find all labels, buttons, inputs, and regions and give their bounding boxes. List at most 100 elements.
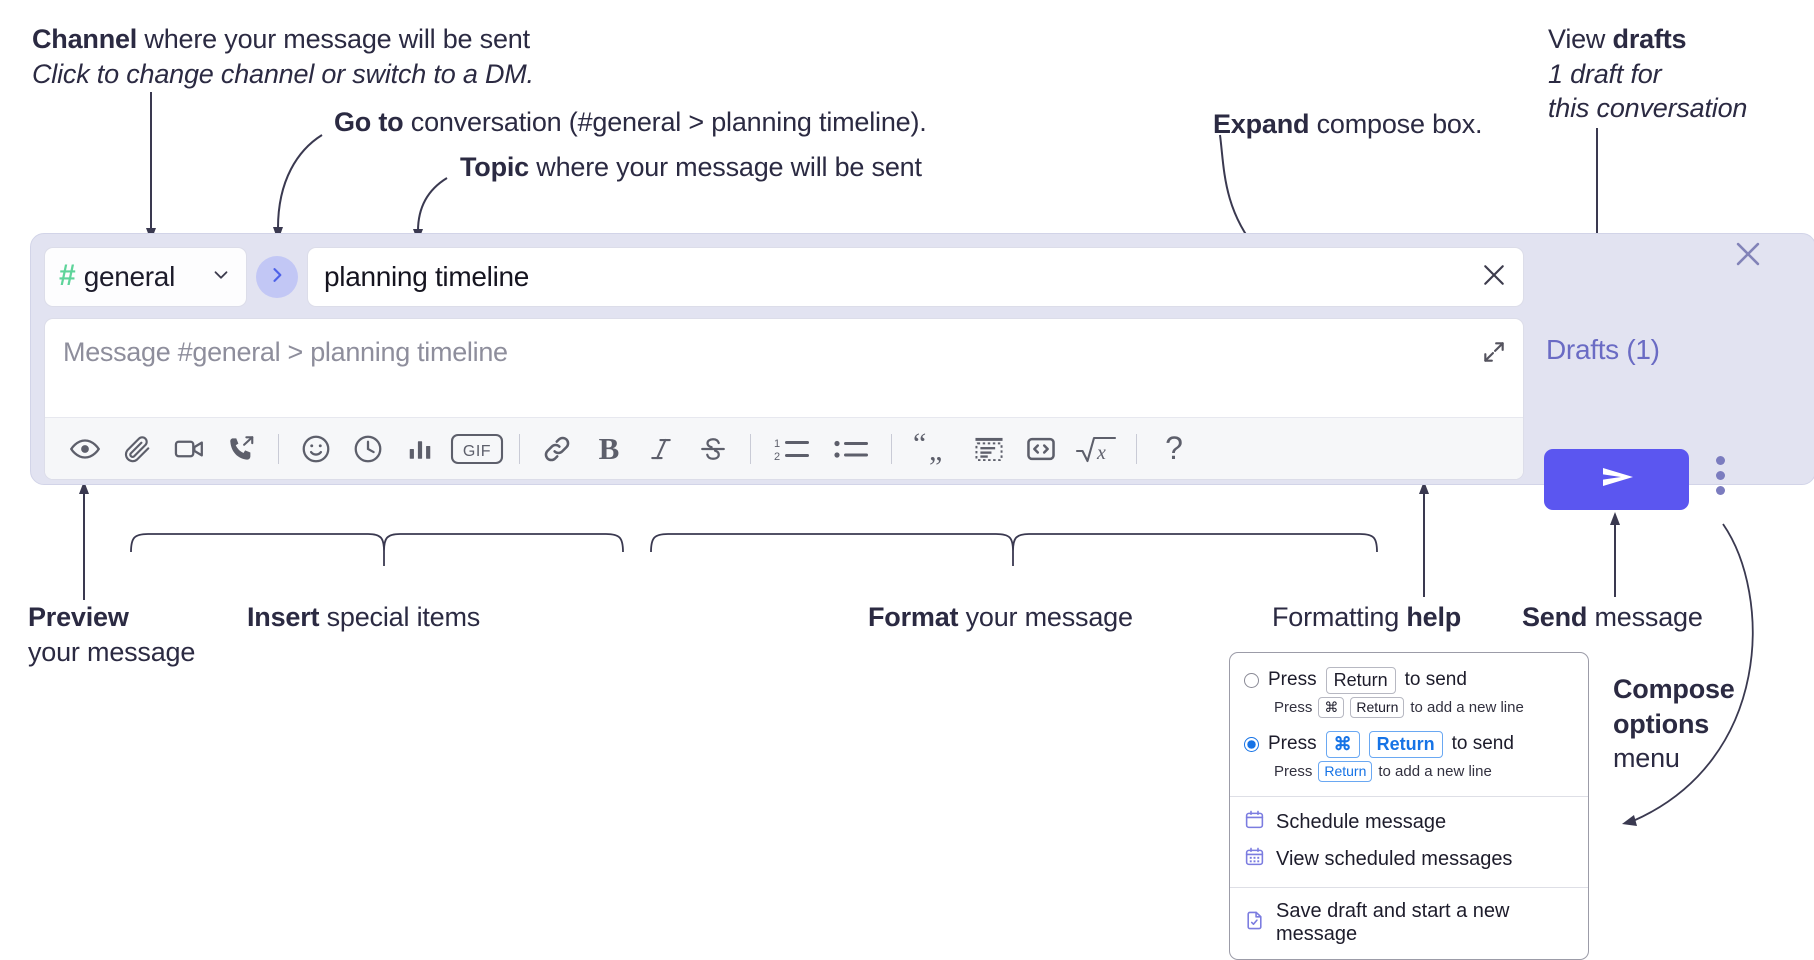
bold-button[interactable]: B (598, 430, 620, 466)
blockquote-button[interactable]: “ „ (903, 426, 963, 472)
radio-unselected-icon (1244, 672, 1259, 688)
link-button[interactable] (531, 426, 583, 472)
goto-conversation-button[interactable] (256, 256, 298, 298)
send-button[interactable] (1544, 449, 1689, 510)
send-option-cmd-return[interactable]: Press ⌘ Return to send (1230, 723, 1588, 758)
annotation-help: Formatting help (1272, 600, 1532, 635)
italic-button[interactable] (635, 426, 687, 472)
compose-widget: # general planning timeline (30, 233, 1814, 510)
annotation-drafts-bold: drafts (1612, 24, 1687, 54)
annotation-goto: Go to conversation (#general > planning … (334, 105, 1034, 140)
annotation-topic-bold: Topic (460, 152, 529, 182)
menu-item-save-draft[interactable]: Save draft and start a new message (1230, 895, 1588, 951)
calendar-icon (1244, 809, 1265, 836)
svg-text:GIF: GIF (463, 443, 491, 460)
channel-name: general (83, 261, 176, 292)
option1-pre: Press (1268, 669, 1317, 691)
annotation-help-bold: help (1406, 602, 1462, 632)
annotation-help-plain: Formatting (1272, 602, 1407, 632)
code-brackets-button[interactable] (1015, 426, 1067, 472)
menu-item-view-scheduled-messages[interactable]: View scheduled messages (1230, 841, 1588, 878)
annotation-preview: Preview your message (28, 600, 248, 669)
annotation-drafts-italic2: this conversation (1548, 93, 1748, 124)
topic-value: planning timeline (324, 261, 530, 292)
close-compose-button[interactable] (1731, 237, 1765, 276)
message-input[interactable]: Message #general > planning timeline (45, 319, 1523, 417)
annotation-insert-rest: special items (319, 602, 481, 632)
emoji-button[interactable] (290, 426, 342, 472)
menu-item-label: Save draft and start a new message (1276, 900, 1510, 945)
compose-options-button[interactable] (1716, 456, 1725, 495)
ordered-list-button[interactable]: 1 2 (762, 426, 822, 472)
preview-button[interactable] (59, 426, 111, 472)
compose-main-column: # general planning timeline (44, 247, 1524, 480)
message-placeholder: Message #general > planning timeline (63, 337, 508, 367)
kebab-menu-icon (1716, 486, 1725, 495)
annotation-channel-rest: where your message will be sent (137, 24, 530, 54)
message-box: Message #general > planning timeline (44, 318, 1524, 480)
annotation-send: Send message (1522, 600, 1812, 635)
brace-insert (130, 533, 624, 553)
kebab-menu-icon (1716, 456, 1725, 465)
expand-icon[interactable] (1481, 339, 1507, 370)
option2-sub-post: to add a new line (1378, 762, 1492, 780)
gif-button[interactable]: GIF (446, 426, 508, 472)
key-command: ⌘ (1325, 731, 1360, 758)
annotation-insert: Insert special items (247, 600, 577, 635)
annotation-goto-rest: conversation (#general > planning timeli… (403, 107, 927, 137)
bulleted-list-button[interactable] (822, 426, 880, 472)
radio-selected-icon (1244, 736, 1259, 752)
file-check-icon (1244, 910, 1265, 937)
formatting-help-button[interactable]: ? (1165, 430, 1183, 466)
toolbar-divider (519, 433, 520, 464)
strikethrough-button[interactable] (687, 426, 739, 472)
annotation-channel-bold: Channel (32, 24, 138, 54)
channel-selector[interactable]: # general (44, 247, 247, 307)
audio-clip-button[interactable] (215, 426, 267, 472)
leader-topic (417, 177, 448, 232)
kebab-menu-icon (1716, 471, 1725, 480)
option2-sub-pre: Press (1274, 762, 1313, 780)
toolbar-divider (1136, 433, 1137, 464)
hash-icon: # (59, 258, 76, 292)
send-option-return-hint: Press ⌘ Return to add a new line (1230, 694, 1588, 724)
option2-pre: Press (1268, 733, 1317, 755)
bar-chart-button[interactable] (394, 426, 446, 472)
formatting-toolbar: GIF B (45, 417, 1523, 479)
annotation-format-bold: Format (868, 602, 959, 632)
annotation-insert-bold: Insert (247, 602, 320, 632)
attach-button[interactable] (111, 426, 163, 472)
code-block-button[interactable] (963, 426, 1015, 472)
option2-post: to send (1451, 733, 1514, 755)
close-icon (1731, 242, 1765, 275)
menu-item-schedule-message[interactable]: Schedule message (1230, 804, 1588, 841)
annotation-format-rest: your message (958, 602, 1133, 632)
toolbar-divider (750, 433, 751, 464)
send-paper-plane-icon (1597, 461, 1637, 498)
annotation-preview-bold: Preview (28, 602, 129, 632)
toolbar-divider (891, 433, 892, 464)
channel-topic-row: # general planning timeline (44, 247, 1524, 307)
clock-button[interactable] (342, 426, 394, 472)
drafts-link[interactable]: Drafts (1) (1546, 334, 1660, 365)
math-button[interactable]: x (1067, 426, 1125, 472)
menu-divider (1230, 796, 1588, 797)
topic-input[interactable]: planning timeline (307, 247, 1524, 307)
option1-sub-post: to add a new line (1410, 698, 1524, 716)
svg-text:1: 1 (774, 438, 780, 450)
key-return: Return (1368, 731, 1443, 758)
menu-item-label: View scheduled messages (1276, 848, 1513, 870)
annotation-preview-rest: your message (28, 636, 196, 667)
annotation-expand: Expand compose box. (1213, 107, 1633, 142)
menu-item-label: Schedule message (1276, 811, 1447, 833)
option1-sub-pre: Press (1274, 698, 1313, 716)
video-camera-button[interactable] (163, 426, 215, 472)
annotation-channel-italic: Click to change channel or switch to a D… (32, 58, 534, 89)
annotation-drafts-italic1: 1 draft for (1548, 58, 1662, 89)
annotation-expand-bold: Expand (1213, 109, 1310, 139)
key-return: Return (1350, 696, 1405, 718)
send-option-return[interactable]: Press Return to send (1230, 663, 1588, 694)
annotation-goto-bold: Go to (334, 107, 404, 137)
close-icon[interactable] (1479, 260, 1509, 295)
